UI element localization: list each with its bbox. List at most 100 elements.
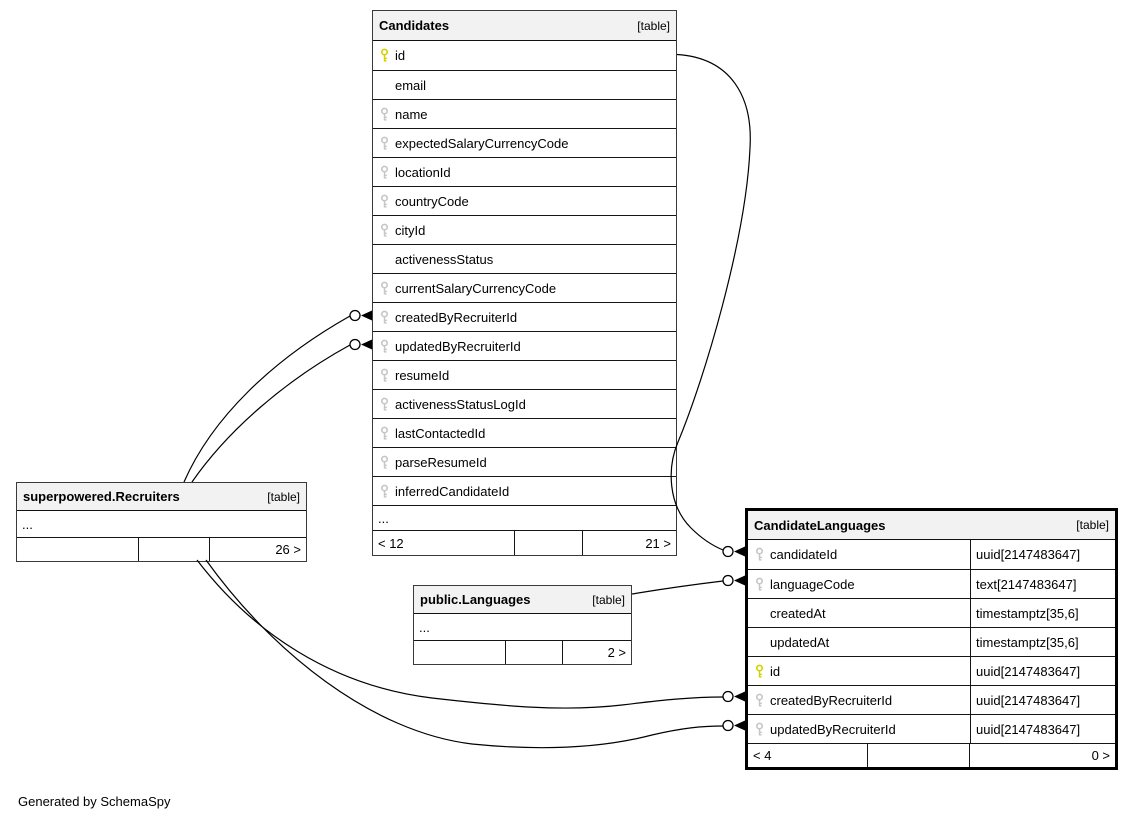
table-title[interactable]: CandidateLanguages [754, 517, 886, 533]
column-name: locationId [395, 164, 451, 180]
foreign-key-icon [748, 693, 770, 708]
footer-middle-cell [506, 641, 563, 664]
table-header-candidates[interactable]: Candidates [table] [373, 11, 676, 41]
column-name: languageCode [770, 576, 855, 592]
column-type: uuid[2147483647] [970, 686, 1115, 714]
column-name: candidateId [770, 547, 838, 562]
footer-parents-count: < 4 [748, 744, 868, 767]
table-row: cityId [373, 215, 676, 244]
table-languages: public.Languages [table] ... 2 > [413, 585, 632, 665]
table-row: locationId [373, 157, 676, 186]
table-row: activenessStatus [373, 244, 676, 273]
table-candidates: Candidates [table] id email name expectedSa… [372, 10, 677, 556]
column-type: uuid[2147483647] [970, 715, 1115, 743]
arrowhead-icon [734, 691, 745, 702]
primary-key-icon [748, 664, 770, 679]
table-footer: < 4 0 > [748, 743, 1115, 767]
table-row: currentSalaryCurrencyCode [373, 273, 676, 302]
table-header-recruiters[interactable]: superpowered.Recruiters [table] [17, 483, 306, 511]
arrowhead-icon [734, 720, 745, 731]
zero-cardinality-circle-icon [722, 574, 734, 587]
cardinality-marker-cl-createdby [722, 690, 745, 703]
column-name: updatedByRecruiterId [770, 721, 896, 737]
table-header-languages[interactable]: public.Languages [table] [414, 586, 631, 614]
column-name: cityId [395, 222, 426, 238]
arrowhead-icon [734, 546, 745, 557]
zero-cardinality-circle-icon [722, 545, 734, 558]
foreign-key-icon [373, 368, 395, 383]
table-row: countryCode [373, 186, 676, 215]
column-name: updatedAt [770, 634, 830, 650]
footer-parents-count [414, 641, 506, 664]
table-row: email [373, 70, 676, 99]
column-name: parseResumeId [395, 454, 487, 470]
table-footer: 26 > [17, 537, 306, 561]
table-footer: 2 > [414, 640, 631, 664]
foreign-key-icon [373, 339, 395, 354]
foreign-key-icon [373, 107, 395, 122]
table-row: inferredCandidateId [373, 476, 676, 505]
zero-cardinality-circle-icon [349, 338, 361, 351]
column-name: email [395, 77, 427, 93]
zero-cardinality-circle-icon [722, 719, 734, 732]
generator-note: Generated by SchemaSpy [18, 794, 171, 809]
column-name: expectedSalaryCurrencyCode [395, 135, 569, 151]
table-title[interactable]: Candidates [379, 18, 450, 33]
column-name: activenessStatus [395, 251, 494, 267]
table-tag: [table] [1076, 518, 1109, 532]
relationship-line-recruiters-to-candidates-updatedby [191, 344, 351, 483]
footer-middle-cell [868, 744, 970, 767]
table-title[interactable]: superpowered.Recruiters [23, 489, 180, 504]
foreign-key-icon [373, 136, 395, 151]
primary-key-icon [373, 48, 395, 63]
foreign-key-icon [373, 281, 395, 296]
table-row: id uuid[2147483647] [748, 656, 1115, 685]
foreign-key-icon [748, 577, 770, 592]
footer-children-count: 21 > [645, 535, 671, 551]
column-name: createdByRecruiterId [395, 309, 518, 325]
cardinality-marker-cl-candidateid [722, 545, 745, 558]
candidates-columns: id email name expectedSalaryCurrencyCode loc… [373, 41, 676, 505]
column-name: currentSalaryCurrencyCode [395, 280, 557, 296]
column-name: updatedByRecruiterId [395, 338, 521, 354]
arrowhead-icon [361, 339, 372, 350]
foreign-key-icon [373, 223, 395, 238]
cardinality-marker-cl-languagecode [722, 574, 745, 587]
footer-children-count: 2 > [607, 645, 626, 660]
relationship-line-languages-to-languagecode [631, 580, 724, 595]
table-title[interactable]: public.Languages [420, 592, 531, 607]
foreign-key-icon [748, 722, 770, 737]
column-type: uuid[2147483647] [970, 657, 1115, 685]
footer-middle-cell [515, 531, 583, 555]
cardinality-marker-candidates-createdby [349, 309, 372, 322]
table-tag: [table] [267, 489, 300, 504]
table-row: updatedByRecruiterId [373, 331, 676, 360]
column-name: countryCode [395, 193, 469, 209]
ellipsis-row: ... [373, 505, 676, 530]
footer-middle-cell [139, 538, 210, 561]
column-type: timestamptz[35,6] [970, 599, 1115, 627]
column-name: inferredCandidateId [395, 483, 510, 499]
foreign-key-icon [373, 310, 395, 325]
table-tag: [table] [592, 592, 625, 607]
ellipsis-row: ... [22, 516, 33, 532]
column-name: id [770, 663, 781, 679]
column-type: text[2147483647] [970, 570, 1115, 598]
table-row: name [373, 99, 676, 128]
foreign-key-icon [373, 455, 395, 470]
column-name: lastContactedId [395, 425, 486, 441]
column-name: id [395, 48, 406, 63]
relationship-line-candidates-id-to-candidateid [670, 53, 751, 551]
table-row: lastContactedId [373, 418, 676, 447]
column-name: resumeId [395, 367, 450, 383]
table-row: id [373, 41, 676, 70]
table-header-candidate-languages[interactable]: CandidateLanguages [table] [748, 511, 1115, 540]
footer-parents-count: < 12 [373, 531, 515, 555]
zero-cardinality-circle-icon [349, 309, 361, 322]
footer-parents-count [17, 538, 139, 561]
